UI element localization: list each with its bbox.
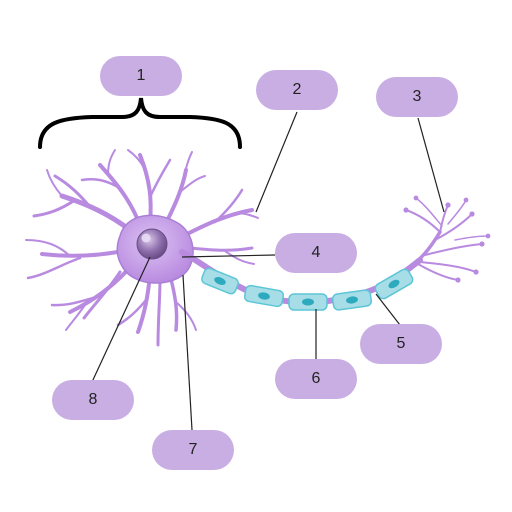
myelin-sheath <box>201 267 414 311</box>
label-7-pill[interactable]: 7 <box>152 430 234 470</box>
leader-line-8 <box>91 256 151 383</box>
label-6-pill[interactable]: 6 <box>275 359 357 399</box>
label-3-pill[interactable]: 3 <box>376 77 458 117</box>
dendrites-bracket <box>38 97 242 149</box>
label-2-pill[interactable]: 2 <box>256 70 338 110</box>
label-1-pill[interactable]: 1 <box>100 56 182 96</box>
leader-line-2 <box>255 111 298 213</box>
label-8-pill[interactable]: 8 <box>52 380 134 420</box>
terminal-buttons <box>403 195 491 283</box>
leader-lines <box>91 111 445 431</box>
nucleus <box>136 228 168 260</box>
axon-terminals <box>405 197 489 281</box>
leader-line-3 <box>417 117 445 213</box>
nucleolus-highlight <box>141 233 151 243</box>
leader-line-4 <box>181 254 276 258</box>
leader-line-5 <box>375 293 401 326</box>
label-5-pill[interactable]: 5 <box>360 324 442 364</box>
label-4-pill[interactable]: 4 <box>275 233 357 273</box>
leader-line-7 <box>182 274 193 431</box>
